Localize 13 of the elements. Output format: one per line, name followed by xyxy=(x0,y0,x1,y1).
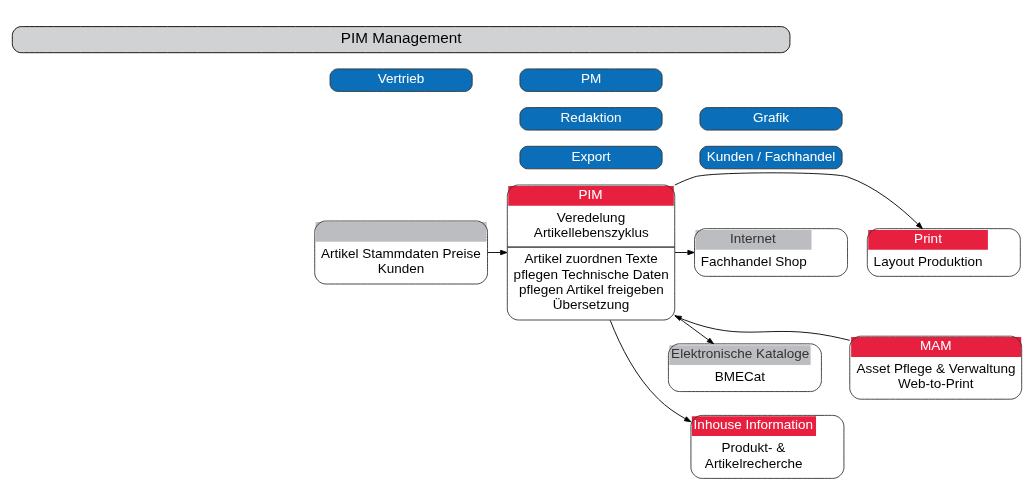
node-box: PIM Management xyxy=(11,25,791,53)
node-box: Export xyxy=(519,145,663,169)
arrow xyxy=(487,249,508,255)
node-box: Redaktion xyxy=(519,106,663,131)
arrow xyxy=(674,314,851,341)
arrow xyxy=(674,249,695,255)
node-box: Grafik xyxy=(699,106,843,131)
node-box: PM xyxy=(519,67,663,92)
node-box: Kunden / Fachhandel xyxy=(699,145,843,169)
arrow xyxy=(674,171,923,229)
node-box: Vertrieb xyxy=(329,67,473,92)
arrow xyxy=(609,319,692,422)
arrow xyxy=(674,314,714,344)
